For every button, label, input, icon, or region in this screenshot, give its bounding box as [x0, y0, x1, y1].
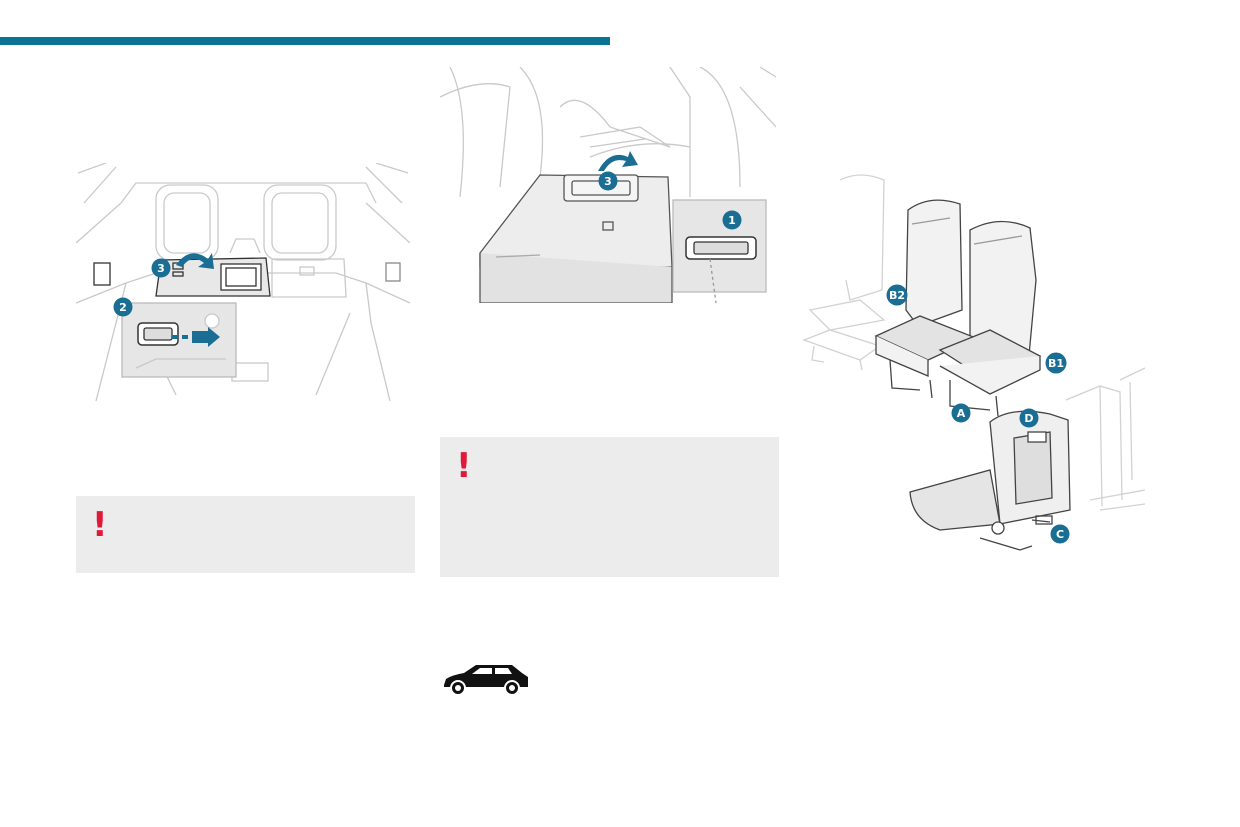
marker-3-label: 3	[157, 262, 165, 275]
marker-b2-label: B2	[889, 289, 905, 302]
marker-1-label: 1	[728, 214, 736, 227]
marker-a-label: A	[957, 407, 966, 420]
exclamation-icon: !	[92, 505, 108, 545]
marker-3-disc	[598, 171, 618, 191]
marker-1-disc	[722, 210, 742, 230]
marker-d-disc	[1019, 408, 1039, 428]
marker-a: A	[951, 403, 971, 423]
warning-box-center: !	[440, 437, 779, 577]
figure-boot-floor: 3 2	[76, 163, 410, 401]
pull-arrow-dash-2	[182, 335, 188, 339]
marker-2-disc	[113, 297, 133, 317]
marker-1: 1	[722, 210, 742, 230]
pull-arrow-head	[192, 327, 220, 347]
marker-b1-label: B1	[1048, 357, 1064, 370]
marker-3: 3	[598, 171, 618, 191]
curved-arrow-icon	[598, 151, 638, 171]
marker-b1-disc	[1045, 352, 1067, 374]
marker-2-label: 2	[119, 301, 127, 314]
marker-d: D	[1019, 408, 1039, 428]
rotation-arrow-path	[176, 253, 214, 269]
curved-arrow-icon	[176, 253, 214, 269]
pull-arrow-dash-1	[172, 335, 178, 339]
car-silhouette-icon	[444, 665, 528, 696]
figure-seats: B2 B1 A D C	[800, 170, 1145, 560]
marker-b2: B2	[886, 284, 908, 306]
marker-3-disc	[151, 258, 171, 278]
exclamation-icon: !	[456, 446, 472, 486]
marker-d-label: D	[1024, 412, 1033, 425]
header-accent-bar	[0, 37, 610, 45]
marker-3: 3	[151, 258, 171, 278]
marker-a-disc	[951, 403, 971, 423]
marker-3-label: 3	[604, 175, 612, 188]
marker-c-label: C	[1056, 528, 1064, 541]
pull-arrow-icon	[172, 327, 220, 347]
warning-box-left: !	[76, 496, 415, 573]
figure-armrest: 3 1	[440, 67, 776, 303]
marker-b2-disc	[886, 284, 908, 306]
lift-arrow-path	[598, 151, 638, 171]
marker-b1: B1	[1045, 352, 1067, 374]
marker-c-disc	[1050, 524, 1070, 544]
marker-c: C	[1050, 524, 1070, 544]
marker-2: 2	[113, 297, 133, 317]
